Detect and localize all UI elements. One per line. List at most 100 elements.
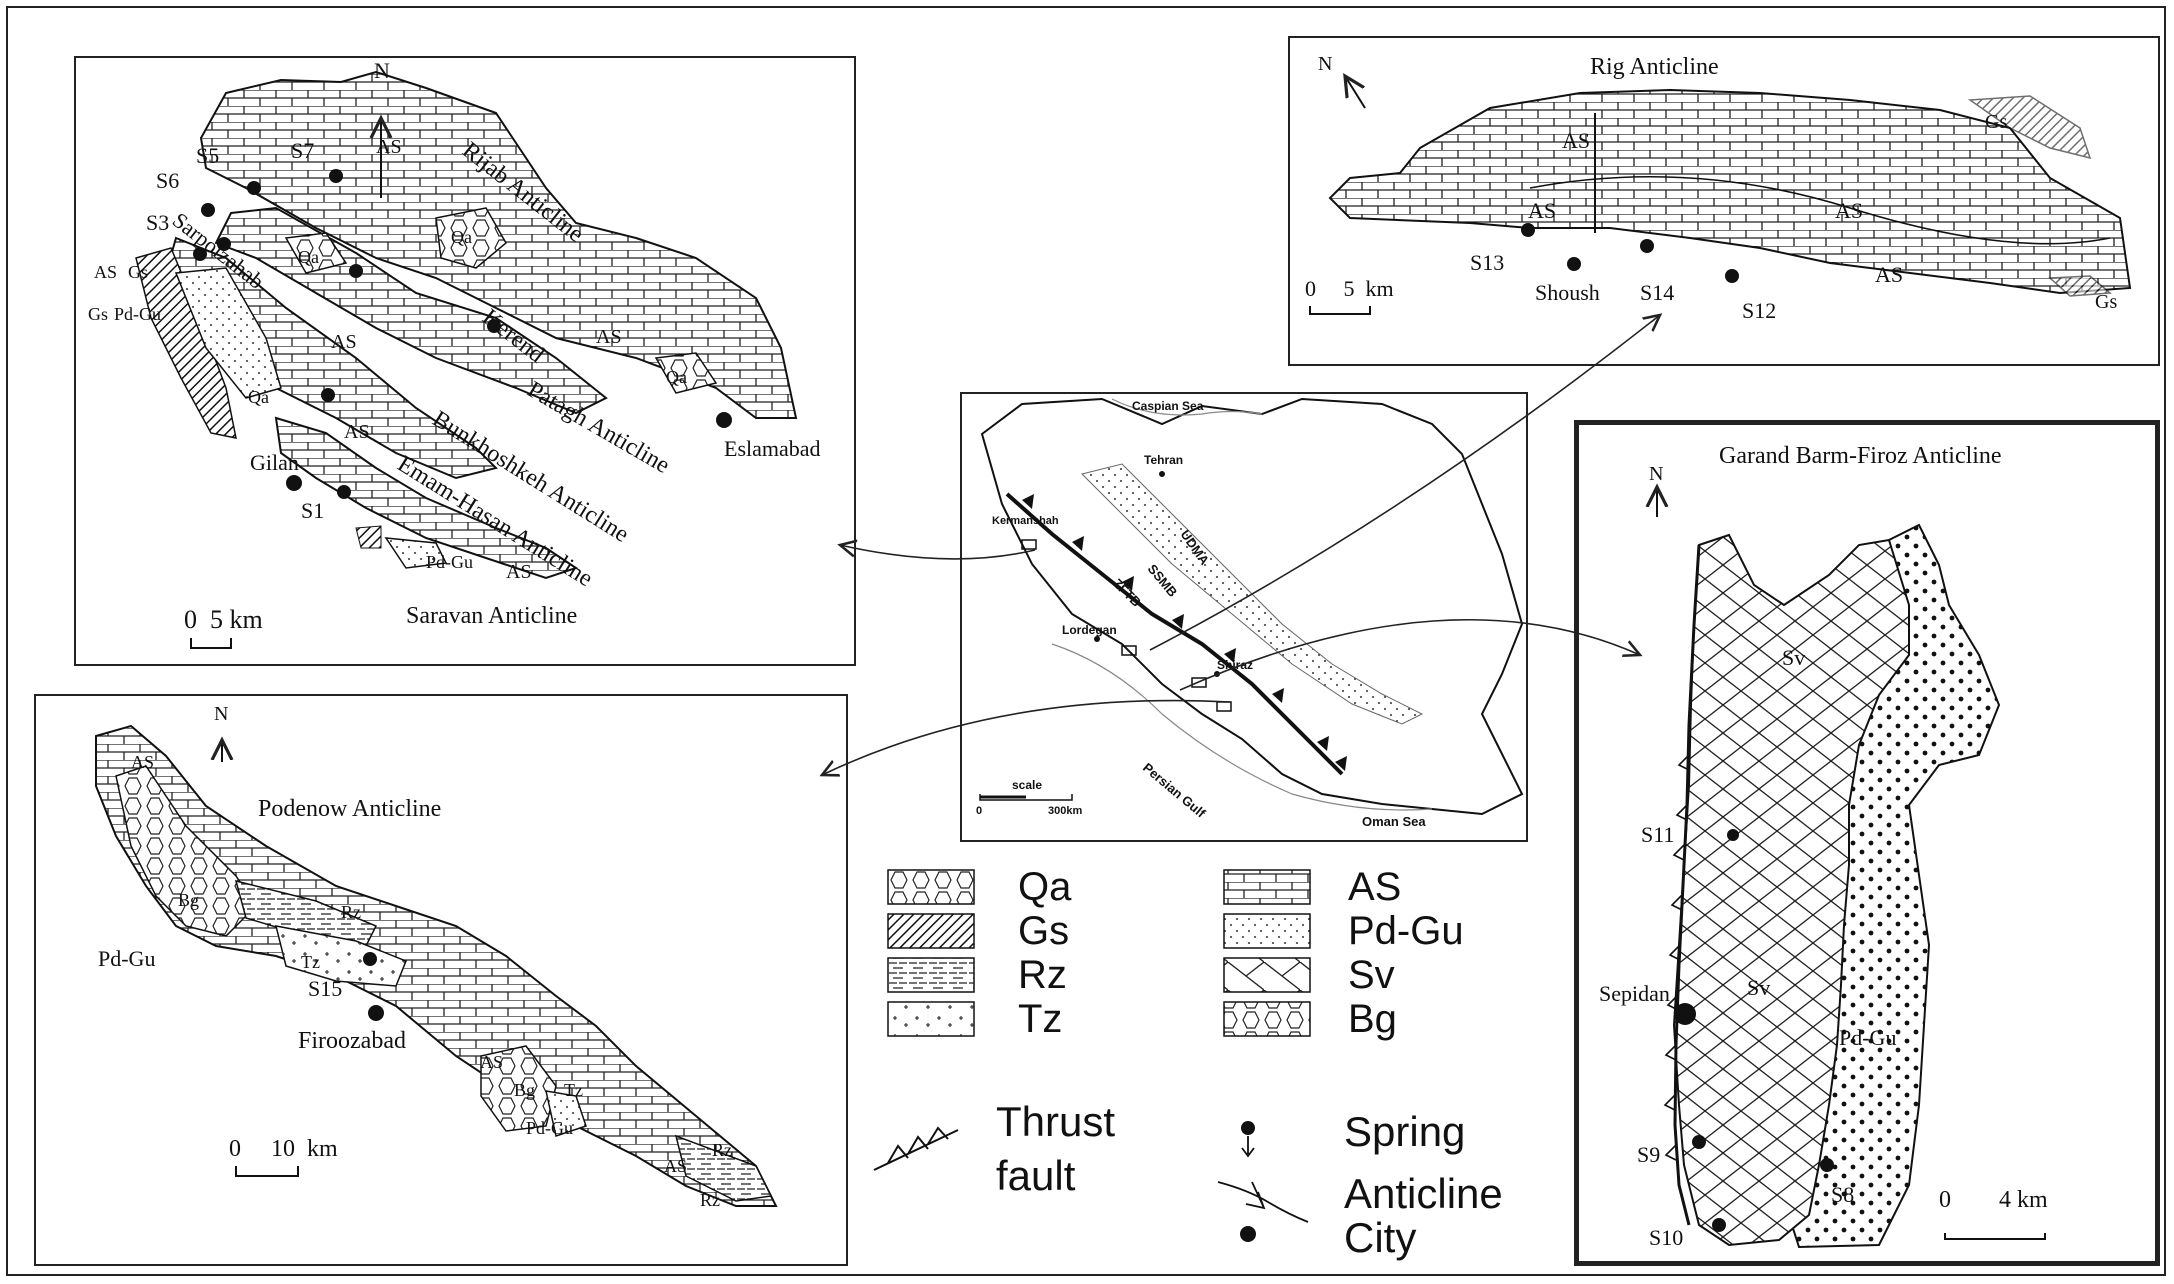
- spring-marker: [487, 319, 501, 333]
- spring-marker: [1820, 1158, 1834, 1172]
- north-arrow: [1345, 76, 1366, 109]
- bg-unit: [480, 1045, 557, 1132]
- spring-marker: [1727, 829, 1739, 841]
- podenow-anticline-panel: N Podenow Anticline AS Bg Rz Tz AS Bg Tz…: [34, 694, 848, 1266]
- map-label: Oman Sea: [1362, 814, 1426, 829]
- bg-label: Bg: [178, 890, 199, 910]
- qa-label: Qa: [248, 387, 269, 407]
- qa-patch: [284, 232, 348, 274]
- podenow-outline: [95, 724, 778, 1207]
- map-label: Tehran: [1144, 453, 1183, 467]
- figure-frame: [6, 6, 2166, 1276]
- as-gs-label: AS: [94, 262, 117, 282]
- pdgu-label: Pd-Gu: [426, 552, 473, 572]
- legend-spring: Spring: [1344, 1108, 1465, 1155]
- spring-marker: [201, 203, 215, 217]
- scale-label: 0 10 km: [229, 1136, 338, 1162]
- as-label: AS: [1528, 198, 1556, 223]
- qa-label: Qa: [666, 367, 687, 387]
- as-label: AS: [1562, 128, 1590, 153]
- spring-marker: [363, 952, 377, 966]
- north-label: N: [1649, 463, 1663, 485]
- map-label: Caspian Sea: [1132, 399, 1204, 413]
- city-symbol: [1240, 1226, 1256, 1242]
- podenow-title: Podenow Anticline: [258, 796, 441, 822]
- spring-label-s9: S9: [1637, 1142, 1660, 1167]
- anticline-axis: [1529, 175, 2111, 245]
- legend-tz: Tz: [1018, 997, 1062, 1041]
- spring-marker: [329, 169, 343, 183]
- sv-label: Sv: [1747, 975, 1770, 1000]
- spring-label-s11: S11: [1641, 822, 1674, 847]
- spring-marker: [1725, 269, 1739, 283]
- qa-label: Qa: [298, 247, 319, 267]
- city-marker: [368, 1005, 384, 1021]
- qa-label: Qa: [451, 227, 472, 247]
- as-label: AS: [331, 331, 357, 353]
- kermanshah-map-panel: N Rijab Anticline Sarpolzahab Kerend Pat…: [74, 56, 856, 666]
- legend: Qa Gs Rz Tz AS Pd-Gu Sv Bg Thrust fault …: [868, 850, 1568, 1270]
- saravan-anticline-label: Saravan Anticline: [406, 603, 577, 629]
- scale-bar: [1309, 306, 1371, 315]
- rig-anticline-panel: Rig Anticline N Gs Gs AS AS AS AS S13 Sh…: [1288, 36, 2160, 366]
- city-marker: [286, 475, 302, 491]
- thrust-fault-line: [1673, 544, 1701, 1226]
- spring-label-s3: S3: [146, 210, 169, 235]
- pdgu-unit: [174, 267, 282, 399]
- rig-as-unit: [1328, 88, 2132, 295]
- legend-as: AS: [1348, 865, 1401, 909]
- rz-label: Rz: [341, 902, 361, 922]
- as-label: AS: [664, 1156, 687, 1176]
- city-label-sepidan: Sepidan: [1599, 981, 1670, 1006]
- rig-anticline-title: Rig Anticline: [1590, 54, 1719, 80]
- as-label: AS: [1835, 198, 1863, 223]
- scale-bar: [235, 1166, 299, 1177]
- scale-bar: [1944, 1233, 2046, 1240]
- as-label: AS: [1875, 262, 1903, 287]
- legend-city: City: [1344, 1214, 1416, 1261]
- lordegan-marker: [1094, 636, 1100, 642]
- legend-thrust: Thrust: [996, 1098, 1115, 1145]
- as-label: AS: [344, 421, 370, 443]
- as-label: AS: [480, 1052, 503, 1072]
- emam-hasan-as-unit: [274, 416, 579, 580]
- gs-unit: [1967, 95, 2092, 160]
- gs-unit: [135, 247, 237, 439]
- spring-marker: [1692, 1135, 1706, 1149]
- iran-index-map-panel: Caspian Sea Tehran Kermanshah UDMA SSMB …: [960, 392, 1528, 842]
- tz-unit: [274, 925, 407, 987]
- legend-anticline: Anticline: [1344, 1170, 1503, 1217]
- spring-label-s6: S6: [156, 168, 179, 193]
- scale-bar: [190, 638, 232, 649]
- north-label: N: [214, 703, 228, 725]
- city-marker: [716, 412, 732, 428]
- spring-symbol-arrow: [1241, 1136, 1255, 1158]
- as-label: AS: [131, 752, 154, 772]
- scale-label: 0 4 km: [1939, 1187, 2048, 1213]
- spring-symbol: [1241, 1121, 1255, 1135]
- as-label: AS: [596, 326, 622, 348]
- spring-label-s15: S15: [308, 976, 342, 1001]
- rz-unit: [674, 1134, 773, 1202]
- legend-fault: fault: [996, 1152, 1076, 1199]
- pdgu-unit: [384, 537, 448, 569]
- spring-label-s7: S7: [291, 138, 314, 163]
- qa-patch: [654, 352, 718, 394]
- gs-unit: [355, 525, 382, 549]
- legend-bg: Bg: [1348, 997, 1397, 1041]
- pdgu-outside-label: Pd-Gu: [98, 946, 155, 971]
- scale-tick: 0: [976, 805, 982, 817]
- thrust-fault-symbol: [873, 1126, 959, 1171]
- spring-label-s1: S1: [301, 498, 324, 523]
- spring-label-s13: S13: [1470, 250, 1504, 275]
- city-label-firoozabad: Firoozabad: [298, 1028, 406, 1054]
- qa-patch: [435, 207, 507, 269]
- spring-marker: [337, 485, 351, 499]
- as-label: AS: [506, 561, 532, 583]
- map-label: Kermanshah: [992, 515, 1059, 527]
- pdgu-unit: [545, 1090, 587, 1137]
- scale-label: 0 5 km: [184, 605, 263, 634]
- rz-label: Rz: [700, 1190, 720, 1210]
- map-label: Lordegan: [1062, 623, 1117, 637]
- garand-barm-firoz-panel: Garand Barm-Firoz Anticline N Sv Sv Pd-G…: [1574, 420, 2160, 1266]
